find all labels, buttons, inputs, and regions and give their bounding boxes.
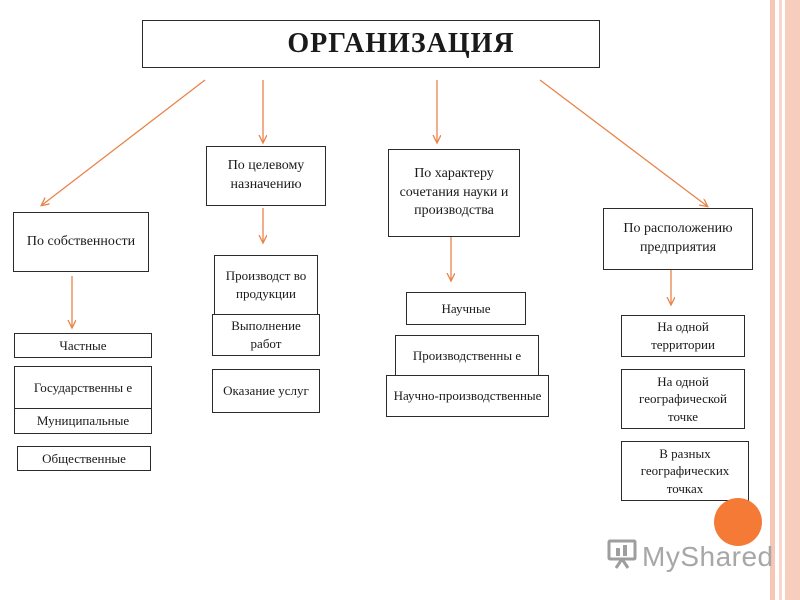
location-item-different-points: В разных географических точках <box>621 441 749 501</box>
ownership-item-private: Частные <box>14 333 152 358</box>
category-location: По расположению предприятия <box>603 208 753 270</box>
arrow-to-ownership <box>42 79 206 205</box>
science-item-scientific: Научные <box>406 292 526 325</box>
arrow-to-location <box>539 79 707 206</box>
ownership-item-municipal: Муниципальные <box>14 408 152 434</box>
science-item-production: Производственны е <box>395 335 539 377</box>
purpose-item-production: Производст во продукции <box>214 255 318 315</box>
category-ownership: По собственности <box>13 212 149 272</box>
category-purpose: По целевому назначению <box>206 146 326 206</box>
science-item-sci-production: Научно-производственные <box>386 375 549 417</box>
ownership-item-public: Общественные <box>17 446 151 471</box>
side-stripe-left <box>770 0 775 600</box>
location-item-one-geo-point: На одной географической точке <box>621 369 745 429</box>
logo: MyShared <box>606 538 774 575</box>
purpose-item-services: Оказание услуг <box>212 369 320 413</box>
ownership-item-state: Государственны е <box>14 366 152 410</box>
category-science: По характеру сочетания науки и производс… <box>388 149 520 237</box>
side-stripe-right <box>785 0 800 600</box>
diagram-title: ОРГАНИЗАЦИЯ <box>142 20 600 68</box>
location-item-one-territory: На одной территории <box>621 315 745 357</box>
presentation-board-icon <box>606 538 640 575</box>
logo-text: MyShared <box>642 540 774 572</box>
purpose-item-works: Выполнение работ <box>212 314 320 356</box>
side-stripe-mid <box>779 0 782 600</box>
accent-circle <box>714 498 762 546</box>
